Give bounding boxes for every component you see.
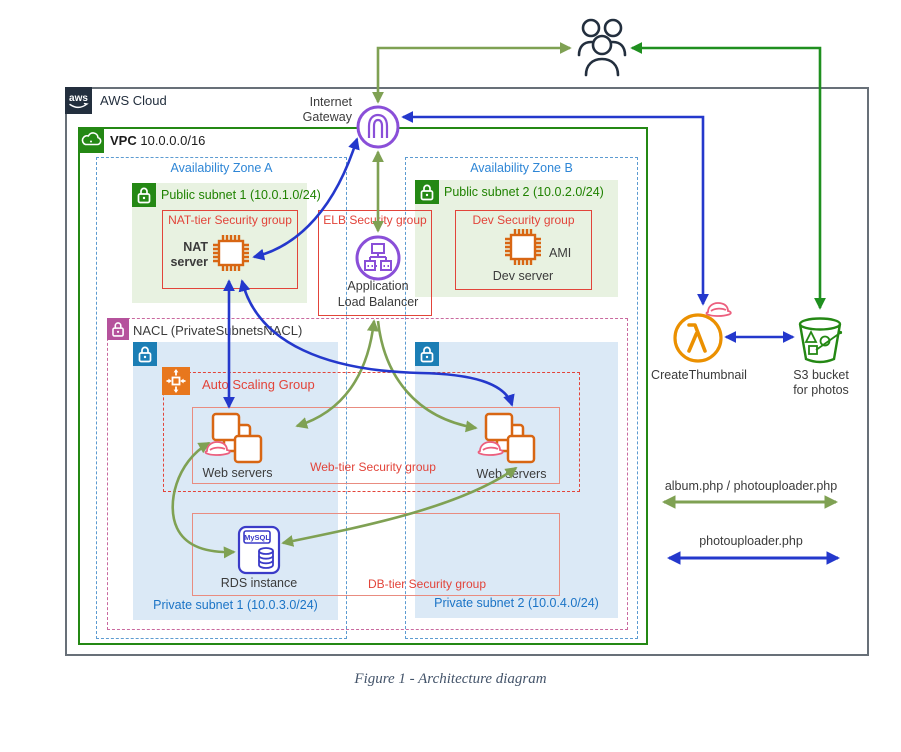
vpc-cidr: 10.0.0.0/16 xyxy=(140,133,206,148)
figure-caption: Figure 1 - Architecture diagram xyxy=(354,671,547,687)
nacl-label: NACL (PrivateSubnetsNACL) xyxy=(133,323,303,338)
auto-scaling-group-label: Auto Scaling Group xyxy=(202,377,315,392)
private-subnet-2-label: Private subnet 2 (10.0.4.0/24) xyxy=(434,596,599,610)
rds-instance-label: RDS instance xyxy=(220,576,298,590)
s3-label-line1: S3 bucket xyxy=(793,368,849,382)
elb-security-group-label: ELB Security group xyxy=(323,213,427,227)
availability-zone-a-label: Availability Zone A xyxy=(170,161,273,175)
aws-cloud-label: AWS Cloud xyxy=(100,93,167,108)
web-security-group-label: Web-tier Security group xyxy=(310,460,436,474)
internet-gateway-label-line1: Internet xyxy=(309,95,352,109)
nat-server-label-line1: NAT xyxy=(183,240,208,254)
ami-label: AMI xyxy=(549,246,572,260)
nat-server-label: NAT server xyxy=(162,240,208,270)
nat-server-label-line2: server xyxy=(170,255,208,269)
alb-label: Application Load Balancer xyxy=(315,279,441,310)
legend-green-label: album.php / photouploader.php xyxy=(664,479,838,493)
users-icon xyxy=(577,18,627,77)
dev-security-group-label: Dev Security group xyxy=(472,213,575,227)
public-subnet-2-label: Public subnet 2 (10.0.2.0/24) xyxy=(444,185,604,199)
web-servers-left-label: Web servers xyxy=(202,466,273,480)
legend-blue-label: photouploader.php xyxy=(699,534,803,548)
vpc-label: VPC 10.0.0.0/16 xyxy=(110,133,205,148)
nat-security-group-label: NAT-tier Security group xyxy=(168,213,292,227)
availability-zone-b-label: Availability Zone B xyxy=(470,161,573,175)
alb-label-line2: Load Balancer xyxy=(337,294,419,309)
alb-label-line1: Application xyxy=(347,279,409,293)
s3-label-line2: for photos xyxy=(793,383,849,397)
lambda-label: CreateThumbnail xyxy=(651,368,747,382)
internet-gateway-label-line2: Gateway xyxy=(302,110,352,124)
private-subnet-1-label: Private subnet 1 (10.0.3.0/24) xyxy=(153,598,318,612)
web-servers-right-label: Web servers xyxy=(476,467,547,481)
s3-label: S3 bucket for photos xyxy=(771,368,871,398)
dev-server-label: Dev server xyxy=(492,269,554,283)
vpc-name: VPC xyxy=(110,133,137,148)
public-subnet-1-label: Public subnet 1 (10.0.1.0/24) xyxy=(161,188,321,202)
db-security-group-label: DB-tier Security group xyxy=(367,577,487,591)
internet-gateway-label: Internet Gateway xyxy=(280,95,352,125)
